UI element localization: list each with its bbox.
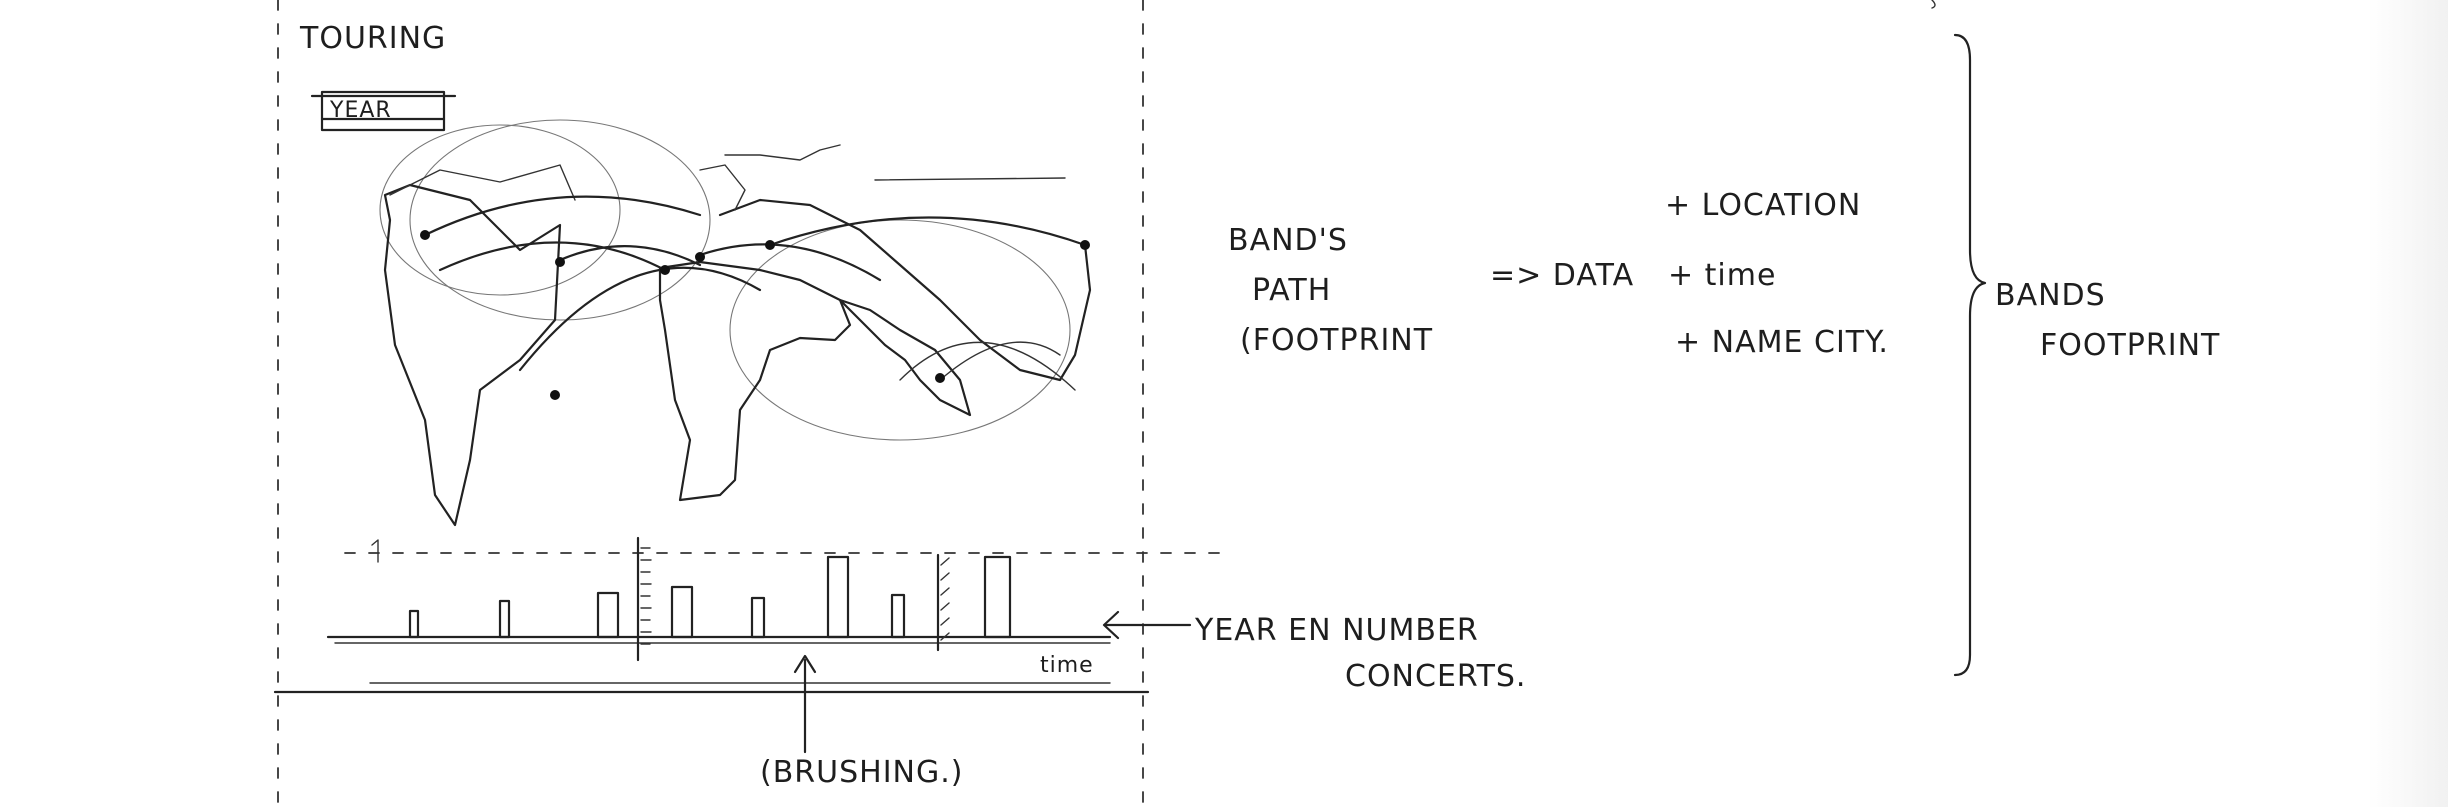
brush-hatch xyxy=(940,557,950,641)
annotation-field-name-city: + NAME CITY. xyxy=(1675,325,1889,360)
world-map-sketch xyxy=(379,119,1092,527)
timeline-callout-line-2: CONCERTS. xyxy=(1345,659,1526,694)
timeline-bar xyxy=(750,596,766,639)
map-scribble-circle xyxy=(729,219,1071,441)
tour-stop-dot xyxy=(935,373,945,383)
timeline-bar xyxy=(408,609,420,639)
annotation-left-line-2: PATH xyxy=(1252,273,1331,308)
continent-europe-scribble xyxy=(699,164,746,211)
continent-africa xyxy=(658,260,852,502)
tour-path-arc xyxy=(518,266,762,372)
tour-stop-dot xyxy=(555,257,565,267)
paper-edge-right xyxy=(2368,0,2448,807)
annotation-field-location: + LOCATION xyxy=(1665,188,1861,223)
annotation-arrow-label: => DATA xyxy=(1490,258,1634,293)
continent-asia xyxy=(838,298,972,417)
annotation-field-time: + time xyxy=(1668,258,1776,293)
tour-stop-dot xyxy=(420,230,430,240)
tour-path-arc xyxy=(939,341,1061,381)
grouping-brace xyxy=(1953,33,1987,677)
sketch-title: TOURING xyxy=(299,21,446,56)
tour-stop-dot xyxy=(695,252,705,262)
timeline-bar xyxy=(890,593,906,639)
annotation-left-line-1: BAND'S xyxy=(1228,223,1348,258)
timeline-bar xyxy=(826,555,850,639)
timeline-bar xyxy=(596,591,620,639)
brace-top-hook xyxy=(1931,0,1936,9)
brace-label-line-1: BANDS xyxy=(1995,278,2106,313)
continent-north-outline xyxy=(389,164,576,201)
annotation-left-line-3: (FOOTPRINT xyxy=(1240,323,1433,358)
tour-path-arc xyxy=(899,341,1076,391)
continent-north-scribble xyxy=(724,144,841,161)
continent-arctic-line xyxy=(874,177,1066,181)
callout-arrow-head xyxy=(1102,610,1120,640)
tour-path-arc xyxy=(438,241,667,272)
brush-handle-left[interactable] xyxy=(636,536,652,662)
map-scribble-circle xyxy=(379,124,621,296)
tour-path-arc xyxy=(768,216,1087,247)
continent-americas xyxy=(383,183,562,527)
year-selector[interactable]: YEAR xyxy=(310,90,457,132)
brace-label-line-2: FOOTPRINT xyxy=(2040,328,2220,363)
concert-timeline: time xyxy=(273,536,1221,754)
brushing-label: (BRUSHING.) xyxy=(760,755,963,790)
paper-margin-left xyxy=(0,0,262,807)
timeline-bar xyxy=(670,585,694,639)
tour-path-arc xyxy=(698,243,882,282)
brushing-arrow-head xyxy=(793,654,817,674)
timeline-bar xyxy=(983,555,1012,639)
continent-eurasia-outline xyxy=(718,198,1092,382)
tour-stop-dot xyxy=(1080,240,1090,250)
tour-stop-dot xyxy=(765,240,775,250)
timeline-max-marker xyxy=(371,539,379,563)
brush-handle-right[interactable] xyxy=(936,553,950,652)
tour-path-arc xyxy=(423,195,702,237)
timeline-bar xyxy=(498,599,511,639)
tour-path-arc xyxy=(558,245,702,267)
year-selector-label: YEAR xyxy=(329,98,392,123)
map-scribble-circle xyxy=(409,119,711,321)
brush-hatch xyxy=(640,547,652,645)
timeline-callout-line-1: YEAR EN NUMBER xyxy=(1194,613,1479,648)
timeline-axis-label: time xyxy=(1040,653,1094,678)
tour-stop-dot xyxy=(550,390,560,400)
year-selector-box[interactable] xyxy=(320,90,446,132)
tour-stop-dot xyxy=(660,265,670,275)
